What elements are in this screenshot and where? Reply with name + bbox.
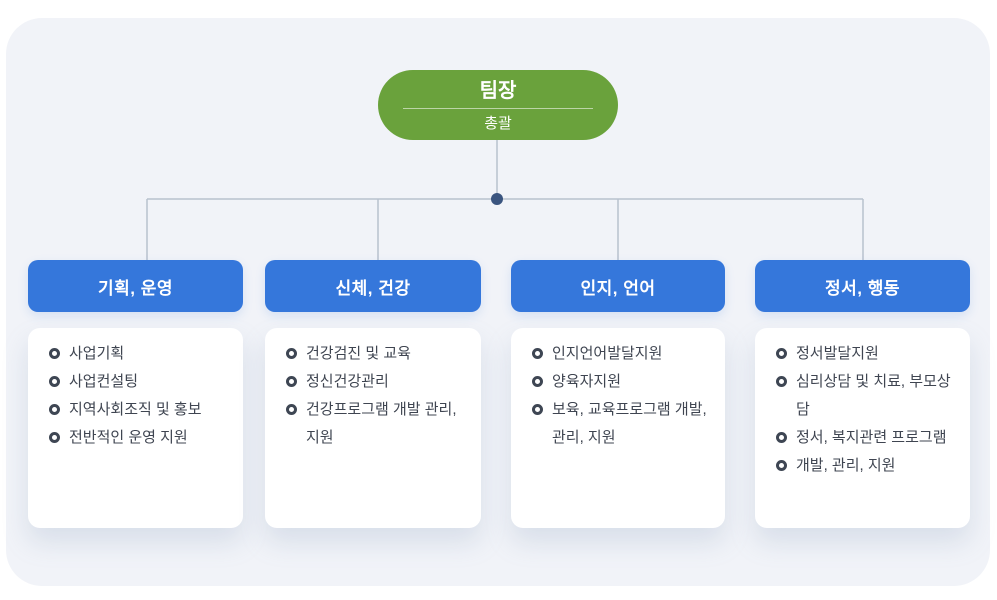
bullet-icon — [776, 348, 787, 359]
list-item: 정서, 복지관련 프로그램 — [776, 424, 958, 452]
list-item-text: 사업기획 — [69, 345, 125, 362]
list-item: 전반적인 운영 지원 — [49, 424, 231, 452]
branch-header-cognition-language: 인지, 언어 — [511, 260, 725, 312]
list-item-text: 지역사회조직 및 홍보 — [69, 401, 202, 418]
list-item-text: 인지언어발달지원 — [552, 345, 663, 362]
root-node: 팀장 총괄 — [378, 70, 618, 140]
list-item: 사업기획 — [49, 340, 231, 368]
list-item: 심리상담 및 치료, 부모상담 — [776, 368, 958, 424]
bullet-icon — [532, 348, 543, 359]
list-item: 사업컨설팅 — [49, 368, 231, 396]
bullet-icon — [286, 348, 297, 359]
bullet-icon — [49, 432, 60, 443]
bullet-icon — [49, 404, 60, 415]
list-item: 개발, 관리, 지원 — [776, 452, 958, 480]
root-node-subtitle: 총괄 — [484, 115, 512, 132]
list-item-text: 건강검진 및 교육 — [306, 345, 411, 362]
bullet-icon — [532, 376, 543, 387]
list-item: 지역사회조직 및 홍보 — [49, 396, 231, 424]
bullet-icon — [776, 432, 787, 443]
branch-header-planning-operations: 기획, 운영 — [28, 260, 243, 312]
list-item-text: 건강프로그램 개발 관리, 지원 — [306, 401, 457, 446]
list-item-text: 심리상담 및 치료, 부모상담 — [796, 373, 951, 418]
list-item: 정서발달지원 — [776, 340, 958, 368]
list-item-text: 사업컨설팅 — [69, 373, 139, 390]
bullet-icon — [49, 348, 60, 359]
bullet-icon — [286, 376, 297, 387]
list-item-text: 정신건강관리 — [306, 373, 389, 390]
bullet-icon — [532, 404, 543, 415]
branch-header-emotion-behavior: 정서, 행동 — [755, 260, 970, 312]
root-node-title: 팀장 — [479, 80, 517, 102]
list-item-text: 전반적인 운영 지원 — [69, 429, 188, 446]
bullet-icon — [776, 376, 787, 387]
list-item-text: 양육자지원 — [552, 373, 622, 390]
bullet-icon — [286, 404, 297, 415]
branch-header-physical-health: 신체, 건강 — [265, 260, 481, 312]
list-item-text: 정서발달지원 — [796, 345, 879, 362]
list-item-text: 정서, 복지관련 프로그램 — [796, 429, 947, 446]
bullet-icon — [776, 460, 787, 471]
list-item: 정신건강관리 — [286, 368, 469, 396]
list-item: 건강프로그램 개발 관리, 지원 — [286, 396, 469, 452]
list-item: 양육자지원 — [532, 368, 713, 396]
list-item: 건강검진 및 교육 — [286, 340, 469, 368]
root-node-divider — [403, 108, 593, 109]
list-item-text: 보육, 교육프로그램 개발, 관리, 지원 — [552, 401, 707, 446]
list-item: 인지언어발달지원 — [532, 340, 713, 368]
list-item: 보육, 교육프로그램 개발, 관리, 지원 — [532, 396, 713, 452]
bullet-icon — [49, 376, 60, 387]
list-item-text: 개발, 관리, 지원 — [796, 457, 896, 474]
